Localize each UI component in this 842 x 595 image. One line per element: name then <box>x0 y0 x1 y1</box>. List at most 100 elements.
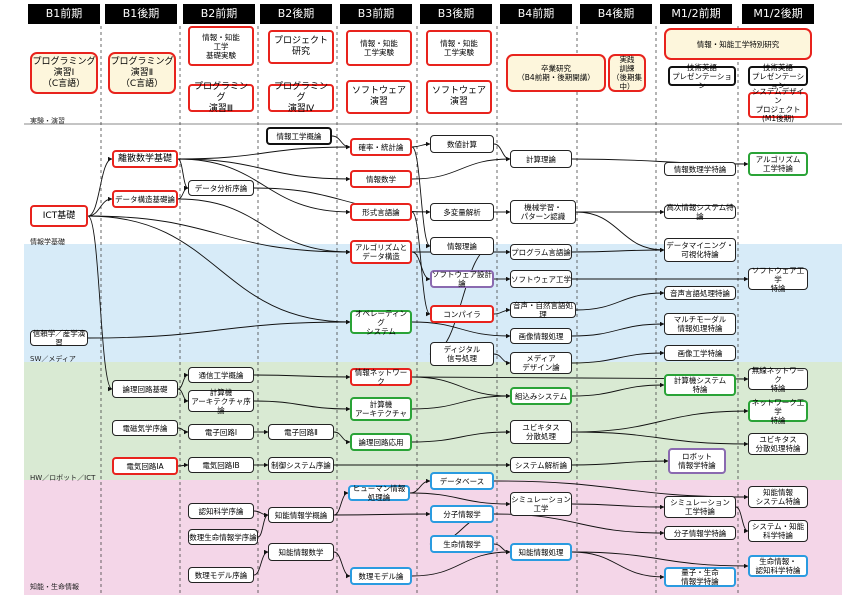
course-m-musen: 無線ネットワーク 特論 <box>748 366 808 393</box>
course-m-ubiq: ユビキタス 分散処理特論 <box>748 433 808 455</box>
course-johosugaku: 情報数学 <box>350 170 412 188</box>
course-ronri-oyo: 論理回路応用 <box>350 433 412 451</box>
edge-ronri_oyo-ubiq <box>411 429 511 443</box>
course-denki-kiso: 電磁気学序論 <box>112 420 178 436</box>
course-chino-suri: 知能情報数学 <box>268 543 334 561</box>
course-seimei-joho: 生命情報学 <box>430 535 494 553</box>
section-label-info: 情報学基礎 <box>30 238 65 246</box>
course-project: プロジェクト 研究 <box>268 30 334 64</box>
edge-ict-algo <box>87 215 351 255</box>
edge-denki_kiso-denshi1 <box>177 427 189 435</box>
course-keisanki: 計算機 アーキテクチャ序論 <box>188 388 254 415</box>
course-jikken-kiso: 情報・知能 工学 基礎実験 <box>188 26 254 66</box>
edge-ict-data_kiso <box>87 196 113 217</box>
course-risan: 離散数学基礎 <box>112 150 178 168</box>
course-database: データベース <box>430 472 494 490</box>
course-jikken-b3: 情報・知能 工学実験 <box>346 30 412 66</box>
edge-prog_gengo-m_datamining <box>571 247 665 253</box>
course-keisan: 計算理論 <box>510 150 572 168</box>
edge-keishiki-compiler <box>411 211 431 317</box>
edge-data_kiso-algo <box>177 198 351 255</box>
course-shingen: 信頼学／産学演習 <box>30 329 88 347</box>
course-m-algo: アルゴリズム 工学特論 <box>748 152 808 176</box>
course-sw-ensyu2: ソフトウェア 演習 <box>426 80 492 114</box>
edge-bunshi-m_bunshi <box>493 513 665 536</box>
column-header-5: B3前期 <box>340 4 412 24</box>
course-denki-a: 電気回路ⅠA <box>112 457 178 475</box>
edge-algo-sw_sekkei <box>411 251 431 282</box>
edge-kakuritsu-suchi <box>411 141 431 148</box>
course-sotsugyo: 卒業研究 （B4前期・後期開講） <box>506 54 606 92</box>
edge-risan-johosugaku <box>177 158 351 182</box>
course-keishiki: 形式言語論 <box>350 203 412 221</box>
course-algo: アルゴリズムと データ構造 <box>350 240 412 264</box>
edge-chino_shori-m_seimei <box>571 551 749 569</box>
edge-seimei_joho-chino_shori <box>493 543 511 555</box>
course-m-chino-sys: 知能情報 システム特論 <box>748 486 808 508</box>
column-header-4: B2後期 <box>260 4 332 24</box>
course-prog4: プログラミング 演習Ⅳ <box>268 82 334 114</box>
course-m-johokogaku: 情報数理学特論 <box>664 162 736 176</box>
course-m-gazo: 画像工学特論 <box>664 345 736 361</box>
edge-joho_riron-digital <box>429 245 495 357</box>
course-gazo: 画像情報処理 <box>510 328 572 344</box>
edge-chino_gairon-bunshi <box>333 511 431 517</box>
edge-risan-data_bunseki <box>177 158 189 191</box>
edge-ninchi-chino_gairon <box>253 510 269 518</box>
edge-digital-media <box>493 353 511 366</box>
edge-m_simulation-m_system <box>735 506 749 534</box>
edge-chino_suri-suri_model_ron <box>333 551 351 579</box>
course-m-ryoshi: 量子・生命 情報学特論 <box>664 567 736 587</box>
edge-kakuritsu-joho_riron <box>411 146 431 249</box>
course-sysdesign: システムデザイン プロジェクト (M1後期) <box>748 87 808 123</box>
course-sw-kogaku: ソフトウェア工学 <box>510 270 572 288</box>
edge-kikai-m_datamining <box>575 211 665 253</box>
edge-media-m_gazo <box>571 350 665 364</box>
edge-tsushin-network <box>253 374 351 380</box>
edge-suri_model-chino_suri <box>253 549 269 576</box>
course-human: ヒューマン情報処理論 <box>348 484 410 502</box>
section-label-practice: 実験・演習 <box>30 117 65 125</box>
edge-chino_shori-m_ryoshi <box>571 551 665 580</box>
course-seigyo: 制御システム序論 <box>268 457 334 473</box>
course-onsei-shizen: 音声・自然言語処理 <box>510 301 576 319</box>
edge-denshi2-ronri_oyo <box>333 431 351 445</box>
edge-keisanki_a-kumikomi <box>411 393 511 410</box>
course-m-network: ネットワーク工学 特論 <box>748 398 808 425</box>
course-joho-riron: 情報理論 <box>430 237 494 255</box>
column-header-8: B4後期 <box>580 4 652 24</box>
course-robot: ロボット 情報学特論 <box>668 448 726 474</box>
course-tech-eng1: 技術英語 プレゼンテーション <box>668 63 736 90</box>
column-header-7: B4前期 <box>500 4 572 24</box>
course-kakuritsu: 確率・統計論 <box>350 138 412 156</box>
course-m-bunshi: 分子情報学特論 <box>664 526 736 540</box>
course-os: オペレーティング システム <box>350 309 412 336</box>
column-header-6: B3後期 <box>420 4 492 24</box>
course-digital: ディジタル 信号処理 <box>430 342 494 366</box>
edge-compiler-onsei_shizen <box>493 307 511 315</box>
edge-os-gazo <box>411 321 511 339</box>
course-m-multi: マルチモーダル 情報処理特論 <box>664 313 736 335</box>
course-sw-sekkei: ソフトウェア設計論 <box>430 270 494 288</box>
course-network: 情報ネットワーク <box>350 368 412 386</box>
course-sw-ensyu: ソフトウェア 演習 <box>346 80 412 114</box>
course-seimei: 数理生命情報学序論 <box>188 529 258 545</box>
column-header-2: B1後期 <box>105 4 177 24</box>
edge-johosugaku-keisan <box>411 156 511 180</box>
section-label-hw: HW／ロボット／ICT <box>30 474 96 482</box>
course-chino-gairon: 知能情報学概論 <box>268 507 334 523</box>
course-m-simulation: シミュレーション 工学特論 <box>664 496 736 518</box>
course-jikken-b3b: 情報・知能 工学実験 <box>426 30 492 66</box>
course-prog1: プログラミング 演習Ⅰ （C言語） <box>30 52 98 94</box>
course-suri-model: 数理モデル序論 <box>188 567 254 583</box>
column-header-3: B2前期 <box>183 4 255 24</box>
course-m-seimei: 生命情報・ 認知科学特論 <box>748 555 808 577</box>
course-simulation: シミュレーション 工学 <box>510 492 572 516</box>
edge-simulation-m_simulation <box>571 503 665 510</box>
course-m-onsei: 音声言語処理特論 <box>664 286 736 300</box>
course-m-kosoku: 高次情報システム特論 <box>664 203 736 221</box>
edge-seimei-chino_gairon <box>257 512 269 538</box>
course-prog-gengo: プログラム言語論 <box>510 244 572 260</box>
edge-human-database <box>409 478 431 494</box>
